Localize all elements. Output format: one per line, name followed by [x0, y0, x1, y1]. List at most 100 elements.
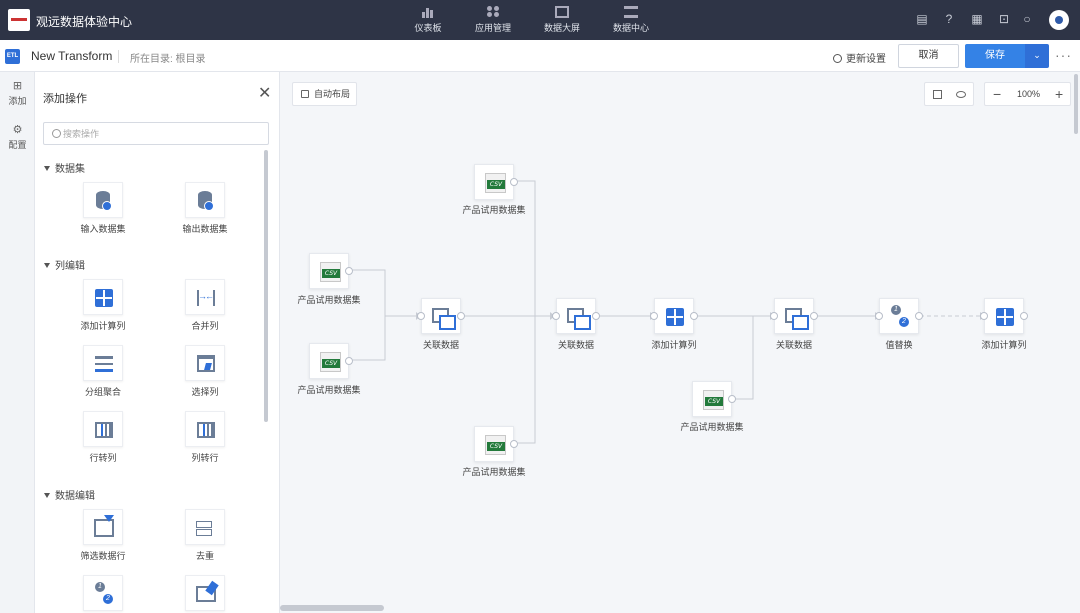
node-label: 添加计算列 [651, 340, 697, 350]
output-port[interactable] [592, 312, 600, 320]
top-bar: 观远数据体验中心 仪表板 应用管理 数据大屏 数据中心 ▤ ? ▦ ⊡ ○ [0, 0, 1080, 40]
caret-down-icon [44, 263, 50, 268]
canvas-vertical-scrollbar[interactable] [1074, 74, 1078, 134]
directory-breadcrumb[interactable]: 所在目录: 根目录 [130, 54, 206, 65]
node-join[interactable] [552, 298, 600, 334]
user-avatar[interactable] [1049, 10, 1069, 30]
left-rail: ⊞ 添加 ⚙ 配置 [0, 72, 35, 613]
fit-view-icon[interactable] [933, 90, 942, 99]
section-column-edit[interactable]: 列编辑 [44, 257, 85, 272]
nav-screen-label: 数据大屏 [543, 23, 580, 33]
op-rows-to-columns[interactable]: 行转列 [68, 411, 138, 464]
save-dropdown-button[interactable]: ⌄ [1025, 44, 1049, 68]
rail-add[interactable]: ⊞ 添加 [0, 80, 35, 107]
section-dataset[interactable]: 数据集 [44, 160, 85, 175]
node-csv-dataset[interactable] [309, 253, 353, 289]
input-port[interactable] [770, 312, 778, 320]
add-node-icon: ⊞ [12, 80, 23, 92]
company-logo[interactable] [8, 9, 30, 31]
panel-scrollbar[interactable] [264, 150, 268, 422]
node-join[interactable] [417, 298, 465, 334]
grid-menu-icon[interactable]: ▦ [971, 12, 983, 26]
op-filter-rows[interactable]: 筛选数据行 [68, 509, 138, 562]
nav-apps-label: 应用管理 [474, 23, 511, 33]
op-null-clean[interactable] [170, 575, 240, 611]
preview-eye-icon[interactable] [956, 91, 966, 98]
csv-file-icon [703, 390, 724, 410]
panel-title: 添加操作 [43, 93, 87, 105]
node-label: 产品试用数据集 [297, 385, 361, 395]
input-port[interactable] [980, 312, 988, 320]
node-join[interactable] [770, 298, 818, 334]
section-data-edit[interactable]: 数据编辑 [44, 487, 95, 502]
canvas-horizontal-scrollbar[interactable] [280, 605, 384, 611]
op-group-aggregate[interactable]: 分组聚合 [68, 345, 138, 398]
input-port[interactable] [417, 312, 425, 320]
output-port[interactable] [510, 440, 518, 448]
nav-data-center[interactable]: 数据中心 [601, 4, 661, 34]
op-columns-to-rows[interactable]: 列转行 [170, 411, 240, 464]
output-port[interactable] [345, 357, 353, 365]
output-port[interactable] [510, 178, 518, 186]
rail-add-label: 添加 [8, 96, 27, 106]
op-label: 输出数据集 [182, 224, 228, 234]
node-label: 值替换 [885, 340, 913, 350]
flow-canvas[interactable]: 自动布局 −100%+ 产品试用数据集 产品试用数据集 产品试用数据集 产品试用… [280, 72, 1080, 613]
caret-down-icon [44, 166, 50, 171]
notification-icon[interactable]: ▤ [916, 12, 928, 26]
inbox-icon[interactable]: ⊡ [998, 12, 1010, 26]
output-port[interactable] [345, 267, 353, 275]
close-icon[interactable]: ✕ [258, 85, 272, 102]
more-options-icon[interactable]: ··· [1055, 47, 1072, 63]
node-csv-dataset[interactable] [474, 164, 518, 200]
op-calc-column[interactable]: 添加计算列 [68, 279, 138, 332]
output-port[interactable] [810, 312, 818, 320]
input-port[interactable] [650, 312, 658, 320]
save-button[interactable]: 保存 [965, 44, 1025, 68]
input-port[interactable] [875, 312, 883, 320]
app-title: 观远数据体验中心 [36, 15, 133, 29]
input-port[interactable] [552, 312, 560, 320]
view-tools [924, 82, 974, 106]
op-merge-columns[interactable]: 合并列 [170, 279, 240, 332]
output-port[interactable] [690, 312, 698, 320]
calc-column-icon [95, 289, 113, 307]
filter-rows-icon [94, 515, 114, 537]
output-port[interactable] [915, 312, 923, 320]
node-csv-dataset[interactable] [309, 343, 353, 379]
nav-dashboard[interactable]: 仪表板 [398, 4, 458, 34]
op-select-columns[interactable]: 选择列 [170, 345, 240, 398]
op-label: 添加计算列 [80, 321, 126, 331]
csv-file-icon [485, 435, 506, 455]
update-settings-button[interactable]: 更新设置 [833, 50, 886, 65]
group-aggregate-icon [95, 356, 113, 372]
rail-config[interactable]: ⚙ 配置 [0, 124, 35, 151]
calc-column-icon [666, 308, 684, 326]
op-dedupe[interactable]: 去重 [170, 509, 240, 562]
output-port[interactable] [457, 312, 465, 320]
transform-title[interactable]: New Transform [31, 49, 113, 63]
node-label: 产品试用数据集 [462, 205, 526, 215]
node-calc-column[interactable] [650, 298, 698, 334]
op-label: 分组聚合 [84, 387, 121, 397]
node-calc-column[interactable] [980, 298, 1028, 334]
zoom-out-button[interactable]: − [993, 86, 1002, 102]
output-port[interactable] [1020, 312, 1028, 320]
help-icon[interactable]: ? [945, 12, 953, 26]
output-port[interactable] [728, 395, 736, 403]
op-input-dataset[interactable]: 输入数据集 [68, 182, 138, 235]
operation-search-input[interactable] [63, 126, 263, 142]
zoom-in-button[interactable]: + [1055, 86, 1064, 102]
node-value-replace[interactable] [875, 298, 923, 334]
cancel-button[interactable]: 取消 [898, 44, 959, 68]
auto-layout-button[interactable]: 自动布局 [292, 82, 357, 106]
nav-apps[interactable]: 应用管理 [463, 4, 523, 34]
node-csv-dataset[interactable] [474, 426, 518, 462]
op-output-dataset[interactable]: 输出数据集 [170, 182, 240, 235]
nav-screen[interactable]: 数据大屏 [532, 4, 592, 34]
op-value-replace[interactable] [68, 575, 138, 611]
node-csv-dataset[interactable] [692, 381, 736, 417]
search-icon[interactable]: ○ [1023, 12, 1031, 26]
etl-badge: ETL [5, 49, 20, 64]
join-icon [432, 308, 456, 330]
